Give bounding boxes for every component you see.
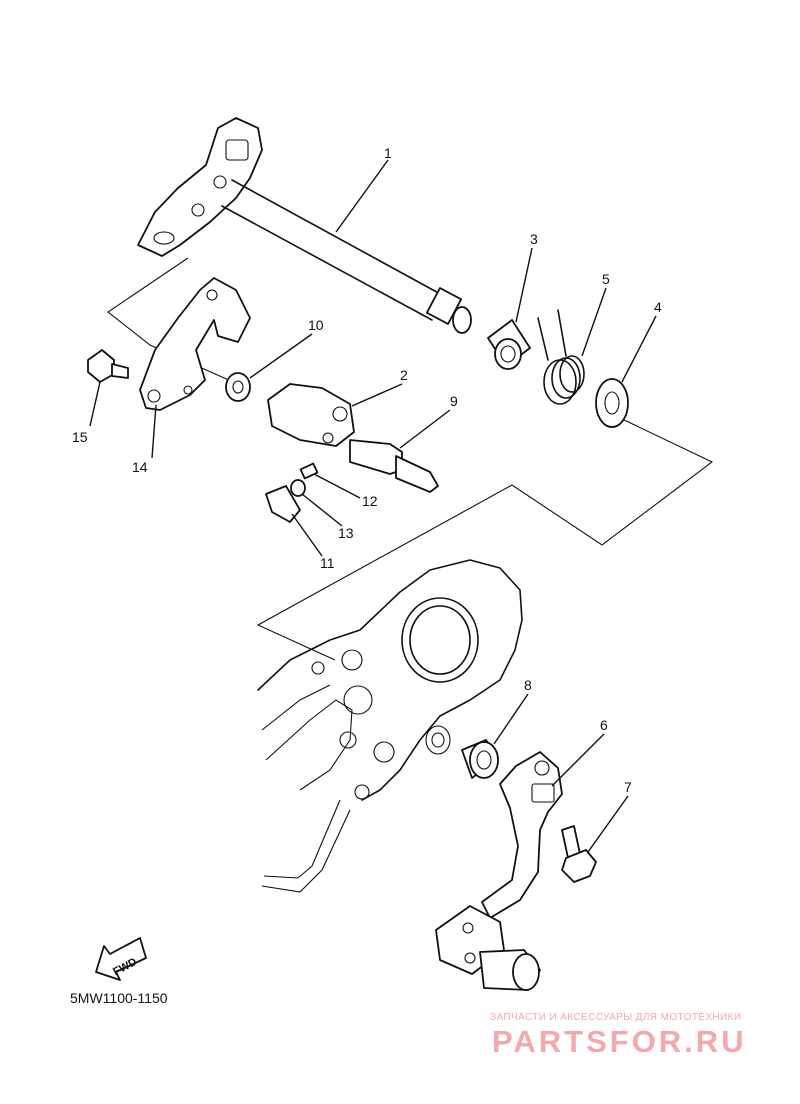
callout-14: 14	[132, 459, 148, 475]
callout-5: 5	[602, 271, 610, 287]
callout-15: 15	[72, 429, 88, 445]
stopper-plate-part-14	[139, 277, 251, 411]
bolt-part-15	[87, 349, 129, 383]
crankcase-outline	[257, 559, 523, 893]
callout-4: 4	[654, 299, 662, 315]
callout-9: 9	[450, 393, 458, 409]
collar-part-10	[225, 372, 251, 402]
callout-7: 7	[624, 779, 632, 795]
torsion-spring-part-5	[537, 309, 585, 405]
callout-13: 13	[338, 525, 354, 541]
leader-lines	[89, 159, 657, 853]
callout-8: 8	[524, 677, 532, 693]
callout-1: 1	[384, 145, 392, 161]
shift-shaft-part-1	[137, 117, 472, 334]
callout-labels: 1 3 5 4 10 2 9 15 14 12 13 11 8 6 7	[72, 145, 662, 795]
callout-3: 3	[530, 231, 538, 247]
washer-part-4	[595, 378, 629, 428]
callout-12: 12	[362, 493, 378, 509]
roller-part-11	[265, 485, 301, 523]
stopper-arm-part-2	[267, 383, 355, 447]
pin-part-13	[290, 479, 306, 497]
stopper-bolt-part-9	[349, 439, 439, 493]
small-spring-part-12	[299, 462, 319, 480]
pedal-bolt-part-7	[561, 825, 597, 883]
callout-6: 6	[600, 717, 608, 733]
bushing-part-3	[487, 319, 531, 370]
watermark-tagline: ЗАПЧАСТИ И АКСЕССУАРЫ ДЛЯ МОТОТЕХНИКИ	[490, 1012, 742, 1023]
callout-2: 2	[400, 367, 408, 383]
watermark-logo: PARTSFOR.RU	[492, 1024, 747, 1059]
guide-outline-right	[256, 417, 714, 661]
callout-10: 10	[308, 317, 324, 333]
fwd-arrow-icon: FWD	[95, 937, 147, 981]
oil-seal-part-8	[461, 739, 499, 779]
callout-11: 11	[320, 555, 335, 571]
diagram-code: 5MW1100-1150	[70, 990, 168, 1006]
shift-pedal-part-6	[435, 751, 563, 991]
